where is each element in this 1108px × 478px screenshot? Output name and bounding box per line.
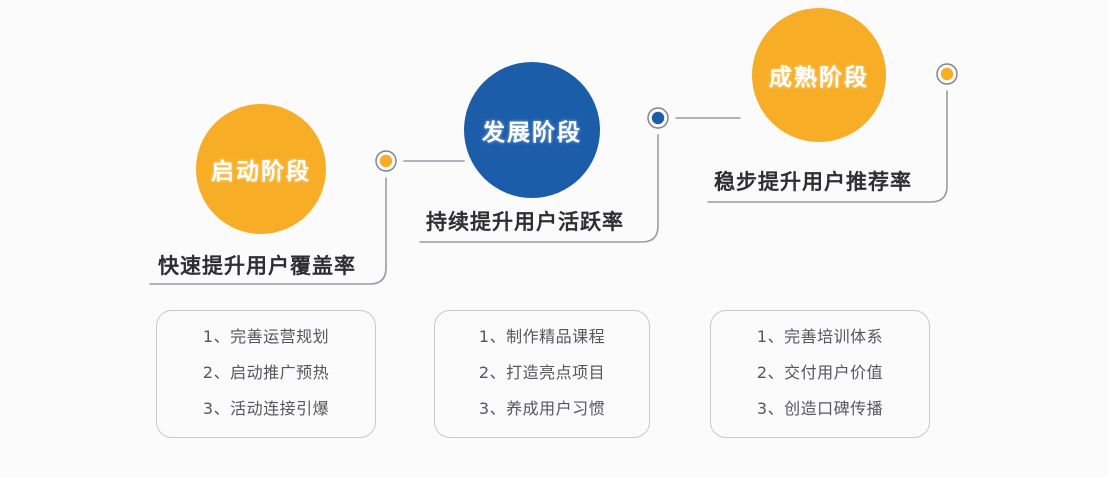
connector-node-growth-dot[interactable]	[651, 111, 665, 125]
list-item: 1、制作精品课程	[478, 327, 606, 346]
list-item: 2、启动推广预热	[202, 363, 330, 382]
list-item: 1、完善运营规划	[202, 327, 330, 346]
list-item: 2、交付用户价值	[756, 363, 884, 382]
detail-box-mature: 1、完善培训体系 2、交付用户价值 3、创造口碑传播	[710, 310, 930, 438]
detail-box-growth: 1、制作精品课程 2、打造亮点项目 3、养成用户习惯	[434, 310, 650, 438]
connector-node-launch-dot[interactable]	[379, 154, 393, 168]
detail-box-launch: 1、完善运营规划 2、启动推广预热 3、活动连接引爆	[156, 310, 376, 438]
stage-caption-launch: 快速提升用户覆盖率	[158, 254, 356, 278]
stage-caption-growth: 持续提升用户活跃率	[426, 210, 624, 234]
stage-circle-mature[interactable]: 成熟阶段	[752, 8, 886, 142]
list-item: 3、养成用户习惯	[478, 399, 606, 418]
connector-node-growth-ring	[647, 107, 669, 129]
connector-node-mature-ring	[936, 63, 958, 85]
connector-node-mature-dot[interactable]	[940, 67, 954, 81]
list-item: 1、完善培训体系	[756, 327, 884, 346]
stage-circle-label-mature: 成熟阶段	[769, 65, 869, 91]
stage-circle-growth[interactable]: 发展阶段	[464, 62, 600, 198]
list-item: 3、活动连接引爆	[202, 399, 330, 418]
connector-node-launch-ring	[375, 150, 397, 172]
stage-caption-mature: 稳步提升用户推荐率	[714, 170, 912, 194]
stage-circle-label-growth: 发展阶段	[482, 120, 582, 146]
list-item: 2、打造亮点项目	[478, 363, 606, 382]
list-item: 3、创造口碑传播	[756, 399, 884, 418]
stage-circle-launch[interactable]: 启动阶段	[196, 104, 326, 234]
stage-circle-label-launch: 启动阶段	[211, 159, 311, 185]
